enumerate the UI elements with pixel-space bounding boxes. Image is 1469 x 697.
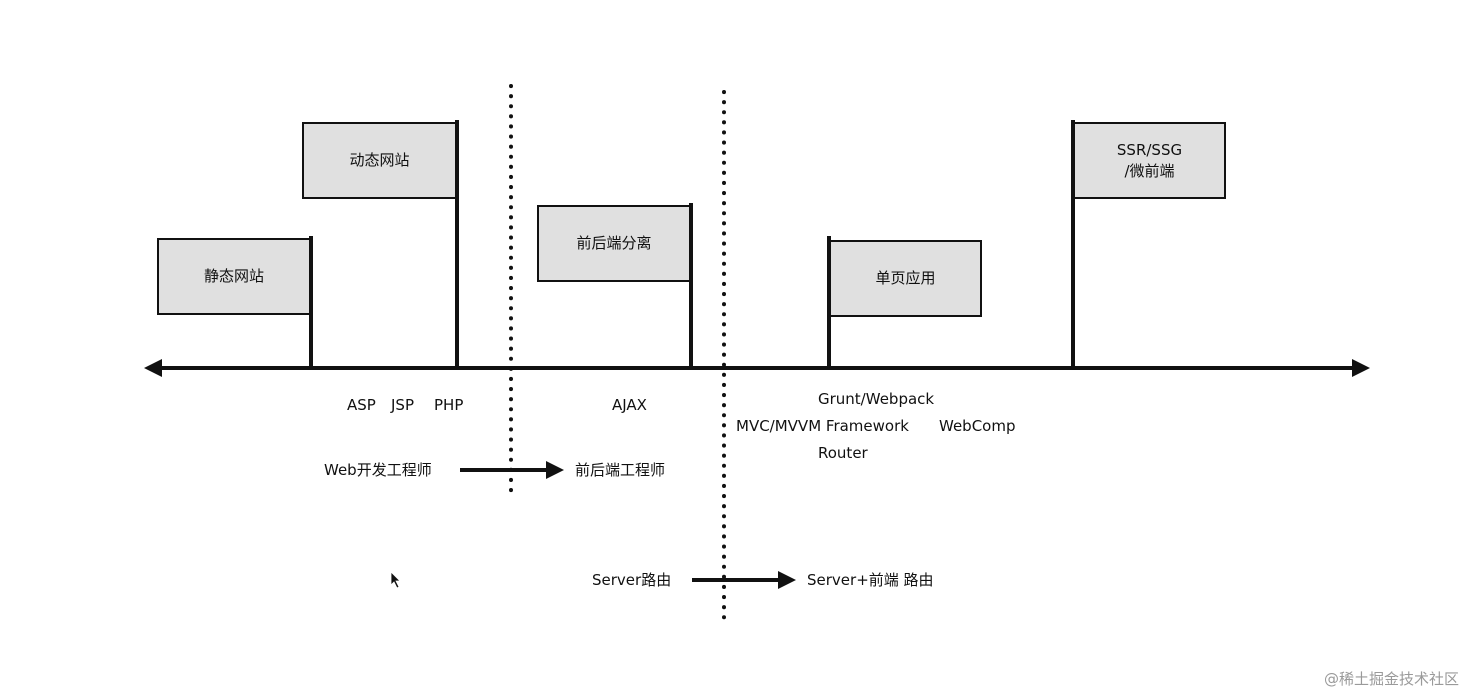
tech-asp: ASP (347, 396, 376, 414)
tech-webcomp: WebComp (939, 417, 1016, 435)
timeline-arrow-left (144, 359, 162, 377)
routing-arrow-head (778, 571, 796, 589)
flag-ssr-ssg-label: SSR/SSG /微前端 (1116, 140, 1183, 180)
routing-server-frontend: Server+前端 路由 (807, 571, 934, 589)
flag-ssr-ssg: SSR/SSG /微前端 (1073, 122, 1226, 199)
watermark: @稀土掘金技术社区 (1323, 670, 1459, 688)
role-web-developer: Web开发工程师 (324, 461, 432, 479)
tech-router: Router (818, 444, 868, 462)
tech-jsp: JSP (391, 396, 414, 414)
flag-dynamic-site: 动态网站 (302, 122, 457, 199)
mouse-cursor-icon (390, 571, 401, 589)
tech-grunt-webpack: Grunt/Webpack (818, 390, 935, 408)
role-fullstack-engineer: 前后端工程师 (575, 461, 666, 479)
role-arrow-head (546, 461, 564, 479)
flag-spa-label: 单页应用 (875, 269, 936, 287)
tech-mvc-mvvm: MVC/MVVM Framework (736, 417, 909, 435)
flag-frontend-backend-separation: 前后端分离 (537, 205, 691, 282)
flag-separation-label: 前后端分离 (576, 234, 652, 252)
routing-server: Server路由 (592, 571, 672, 589)
tech-php: PHP (434, 396, 464, 414)
flag-static-site: 静态网站 (157, 238, 311, 315)
flag-spa: 单页应用 (829, 240, 982, 317)
flag-static-site-label: 静态网站 (203, 267, 264, 285)
tech-ajax: AJAX (612, 396, 647, 414)
flag-dynamic-site-label: 动态网站 (349, 151, 410, 169)
timeline-arrow-right (1352, 359, 1370, 377)
